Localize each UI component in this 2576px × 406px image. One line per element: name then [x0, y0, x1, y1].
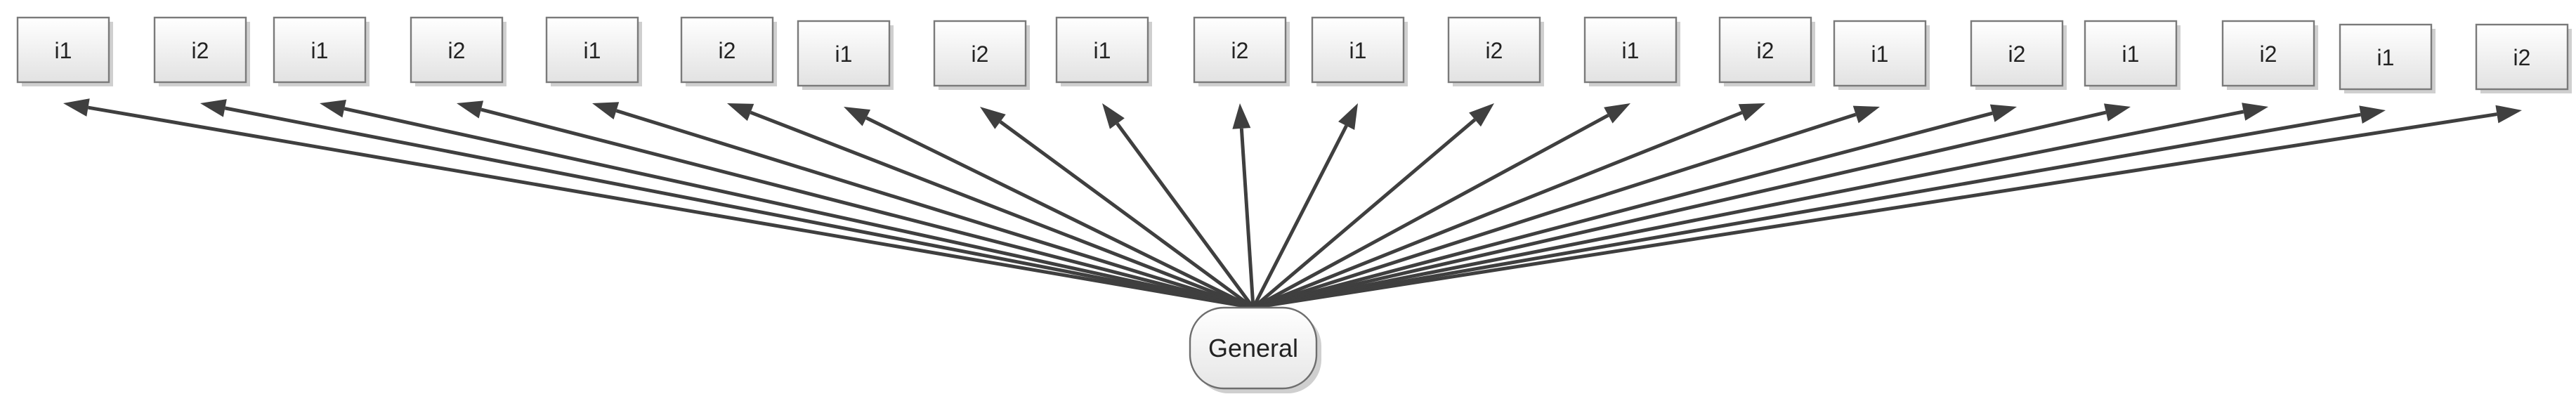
- node-label: i2: [192, 38, 209, 63]
- arrow-head-icon: [844, 107, 871, 126]
- node-box: [1311, 16, 1405, 84]
- node-label: i2: [448, 38, 466, 63]
- edge-line: [88, 105, 1254, 310]
- node-box: [1447, 16, 1541, 84]
- node-label: i2: [2513, 45, 2531, 70]
- node-box: [680, 16, 774, 84]
- edge-line: [1239, 128, 1255, 308]
- arrow-head-icon: [2104, 103, 2131, 122]
- edge-line: [999, 120, 1255, 310]
- edge-line: [1253, 110, 2107, 310]
- node-label: i1: [1094, 38, 1111, 63]
- node-box: [153, 16, 247, 84]
- arrow-head-icon: [63, 98, 90, 117]
- node-box: [933, 20, 1027, 87]
- arrow-head-icon: [2242, 103, 2268, 121]
- edge-line: [1251, 124, 1348, 309]
- node-box: [273, 16, 367, 84]
- arrow-head-icon: [320, 100, 346, 118]
- edge-line: [480, 107, 1254, 310]
- edges: [63, 98, 2522, 310]
- node-label: i1: [311, 38, 329, 63]
- arrow-head-icon: [1102, 103, 1125, 129]
- arrow-head-icon: [2359, 105, 2386, 124]
- node-label: i1: [2122, 41, 2140, 67]
- node-box: [410, 16, 504, 84]
- node-box: [797, 20, 891, 87]
- node-box: [1055, 16, 1149, 84]
- node-box: [1970, 20, 2064, 87]
- node-label: i2: [1757, 38, 1774, 63]
- node-box: [16, 16, 110, 84]
- node-label: i1: [1349, 38, 1367, 63]
- node-label: i1: [835, 41, 853, 67]
- node-label: i1: [55, 38, 72, 63]
- node-label: i2: [1486, 38, 1503, 63]
- arrow-head-icon: [1338, 103, 1358, 130]
- edge-line: [1252, 113, 1609, 310]
- edge-line: [865, 116, 1255, 310]
- edge-line: [1253, 111, 1993, 310]
- arrow-head-icon: [200, 99, 227, 117]
- node-label: i2: [719, 38, 736, 63]
- node-box: [2221, 20, 2315, 87]
- general-node-label: General: [1208, 334, 1298, 362]
- edge-line: [615, 109, 1254, 310]
- edge-line: [1253, 111, 1743, 310]
- node-box: [1833, 20, 1927, 87]
- arrow-head-icon: [2495, 105, 2522, 124]
- edge-line: [224, 106, 1254, 310]
- node-box: [545, 16, 639, 84]
- node-label: i2: [2008, 41, 2026, 67]
- node-box: [1193, 16, 1287, 84]
- arrow-head-icon: [457, 100, 484, 119]
- edge-line: [344, 107, 1254, 310]
- node-label: i2: [1231, 38, 1249, 63]
- edge-line: [1116, 122, 1255, 309]
- node-box: [2475, 23, 2569, 91]
- general-node: [1189, 306, 1318, 390]
- arrow-head-icon: [1852, 105, 1880, 124]
- edge-line: [1252, 118, 1477, 309]
- node-box: [1583, 16, 1678, 84]
- node-label: i2: [972, 41, 989, 67]
- node-box: [2339, 23, 2433, 91]
- arrow-head-icon: [592, 102, 620, 120]
- node-label: i1: [1871, 41, 1889, 67]
- edge-line: [750, 110, 1254, 310]
- node-label: i1: [584, 38, 601, 63]
- hub: General: [1189, 306, 1321, 393]
- edge-line: [1253, 112, 2361, 310]
- edge-line: [1253, 112, 1857, 310]
- arrow-head-icon: [1989, 104, 2017, 122]
- node-label: i1: [1622, 38, 1640, 63]
- nodes: i1 i2 i1 i2 i1 i2 i1 i2 i1 i2 i1 i2 i1 i2 i1 i2 i1 i2 i1 i2: [16, 16, 2572, 93]
- arrow-head-icon: [1232, 103, 1251, 129]
- arrow-head-icon: [1469, 103, 1494, 127]
- arrow-head-icon: [727, 103, 754, 122]
- edge-line: [1253, 112, 2497, 310]
- edge-line: [1253, 110, 2244, 310]
- arrow-head-icon: [1738, 103, 1765, 122]
- arrow-head-icon: [980, 107, 1006, 129]
- node-box: [1718, 16, 1812, 84]
- arrow-head-icon: [1604, 103, 1630, 124]
- node-label: i2: [2260, 41, 2277, 67]
- node-box: [2084, 20, 2178, 87]
- node-label: i1: [2377, 45, 2395, 70]
